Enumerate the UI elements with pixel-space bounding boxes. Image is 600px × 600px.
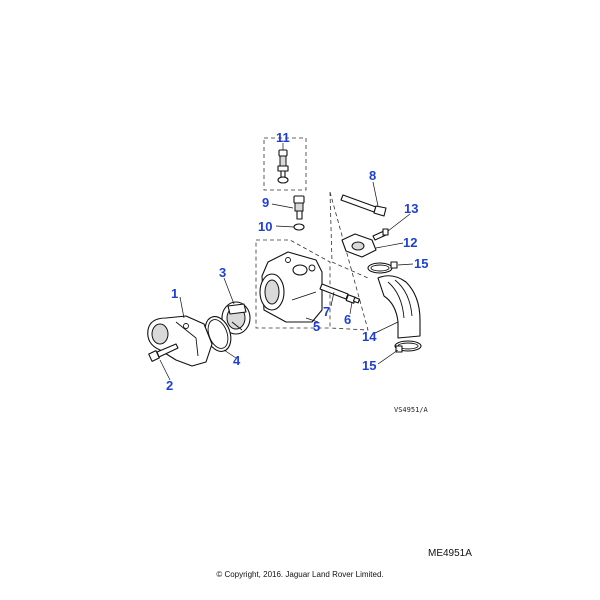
bleed-screw-6 [345,294,361,304]
callout-12: 12 [403,235,417,250]
group-box-outlet [329,191,369,331]
callout-3: 3 [219,265,226,280]
water-outlet-elbow-1 [147,315,213,367]
temperature-sensor-11 [277,149,289,184]
bolt-8 [340,194,387,217]
callout-11: 11 [276,130,290,145]
coolant-hose-14 [377,275,421,339]
copyright-notice: © Copyright, 2016. Jaguar Land Rover Lim… [216,570,384,579]
callout-13: 13 [404,201,418,216]
bolt-13 [372,228,389,241]
drawing-reference: ME4951A [428,548,472,559]
callout-7: 7 [323,304,330,319]
callout-5: 5 [313,319,320,334]
thermostat-3 [221,301,251,335]
callout-4: 4 [233,353,241,368]
callout-9: 9 [262,195,269,210]
stud-7 [319,283,349,300]
view-reference: VS4951/A [394,406,429,414]
callout-15-bottom: 15 [362,358,376,373]
hose-clip-15-bottom [394,340,422,353]
hose-clip-15-top [367,261,398,274]
callout-8: 8 [369,168,376,183]
outlet-flange-12 [341,233,377,258]
callout-15-top: 15 [414,256,428,271]
callout-1: 1 [171,286,178,301]
callout-10: 10 [258,219,272,234]
leader-lines [159,143,414,381]
temperature-sender-9 [293,195,305,220]
callout-14: 14 [362,329,377,344]
callout-6: 6 [344,312,351,327]
group-box-sensor [263,137,307,191]
group-box-housing [255,239,331,329]
sealing-washer-10 [293,223,305,231]
thermostat-housing-5 [259,251,323,323]
bolt-2 [148,343,179,362]
callout-2: 2 [166,378,173,393]
